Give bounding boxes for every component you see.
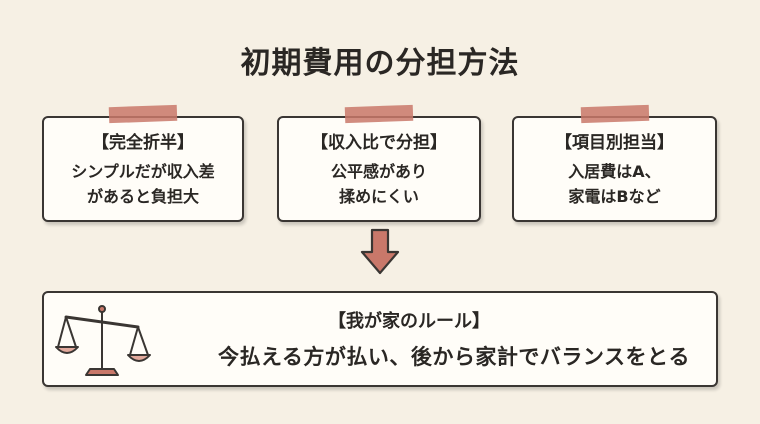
down-arrow-icon [360, 228, 400, 275]
rule-text: 今払える方が払い、後から家計でバランスをとる [218, 345, 690, 369]
page-title: 初期費用の分担方法 [240, 46, 520, 81]
card-title: 【完全折半】 [92, 133, 194, 153]
card-text-line: があると負担大 [86, 187, 199, 206]
tape-decoration [344, 104, 414, 124]
rule-title: 【我が家のルール】 [328, 311, 490, 332]
card-equal-split: 【完全折半】 シンプルだが収入差 があると負担大 [42, 104, 244, 222]
tape-decoration [580, 104, 649, 124]
card-text-line: シンプルだが収入差 [71, 162, 215, 181]
card-title: 【収入比で分担】 [311, 133, 447, 153]
card-income-ratio: 【収入比で分担】 公平感があり 揉めにくい [277, 104, 481, 222]
card-text-line: 公平感があり [330, 162, 427, 181]
card-title: 【項目別担当】 [555, 133, 674, 153]
balance-scale-icon [55, 305, 151, 376]
card-text-line: 家電はBなど [568, 187, 661, 206]
card-by-item: 【項目別担当】 入居費はA、 家電はBなど [512, 104, 717, 222]
card-text-line: 揉めにくい [339, 187, 419, 206]
card-text-line: 入居費はA、 [568, 162, 661, 181]
tape-decoration [108, 104, 178, 124]
house-rule-box: 【我が家のルール】 今払える方が払い、後から家計でバランスをとる [42, 291, 718, 387]
